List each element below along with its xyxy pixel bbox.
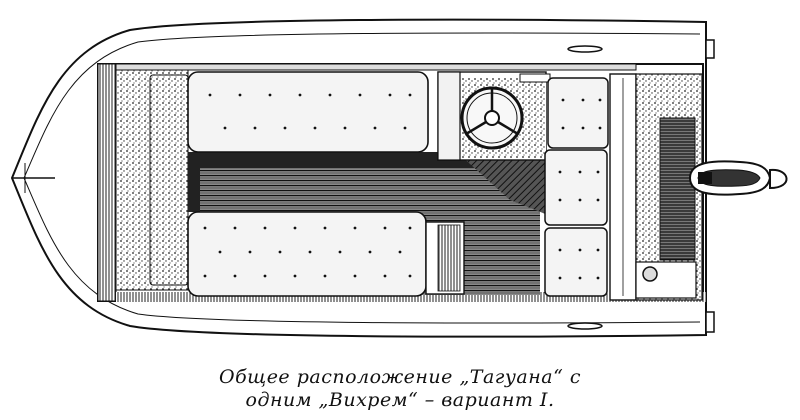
upper-long-seat [187,71,429,153]
steering-wheel-icon [460,86,524,150]
deck-floor [188,152,548,295]
lower-long-seat [187,211,465,297]
caption-line-1: Общее расположение „Тагуана“ с [219,366,581,388]
boat-layout-drawing [10,18,788,338]
outboard-motor-icon [688,160,788,196]
caption-line-2: одним „Вихрем“ – вариант I. [245,389,555,411]
bow-locker [115,69,189,291]
transom-well [609,73,703,301]
aft-seats [544,77,609,297]
